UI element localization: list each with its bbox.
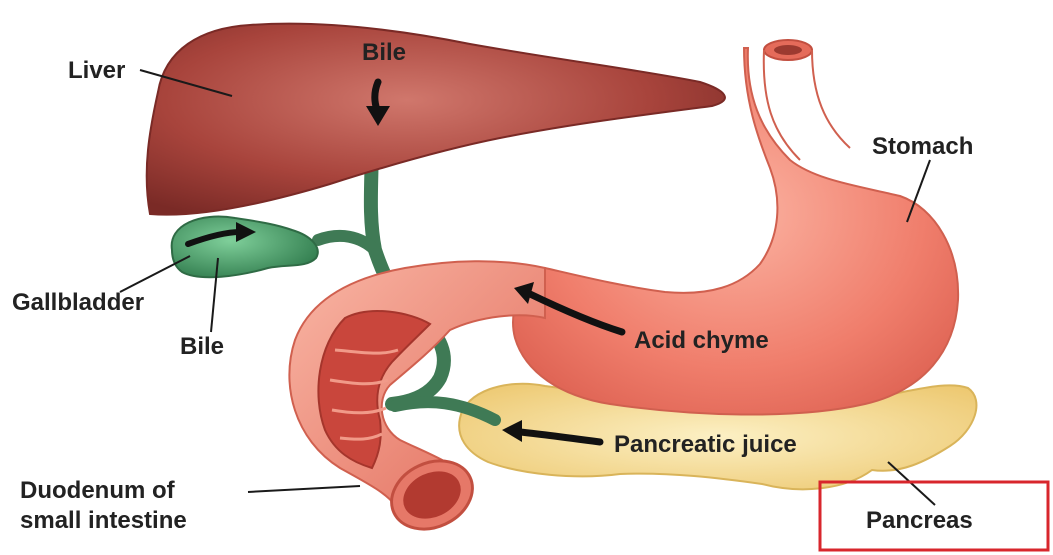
gallbladder-organ bbox=[172, 217, 318, 278]
duodenum-cutaway bbox=[318, 311, 430, 468]
gallbladder-leader bbox=[120, 256, 190, 292]
esophagus-lumen bbox=[774, 45, 802, 55]
duodenum-leader bbox=[248, 486, 360, 492]
label-gallbladder: Gallbladder bbox=[12, 289, 144, 316]
esophagus-edge-right bbox=[812, 50, 850, 148]
label-bile-bottom: Bile bbox=[180, 333, 224, 360]
label-bile-top: Bile bbox=[362, 39, 406, 66]
label-pancreas: Pancreas bbox=[866, 507, 973, 534]
label-duodenum-line2: small intestine bbox=[20, 507, 187, 534]
label-acid-chyme: Acid chyme bbox=[634, 327, 769, 354]
label-liver: Liver bbox=[68, 57, 125, 84]
label-stomach: Stomach bbox=[872, 133, 973, 160]
label-duodenum-line1: Duodenum of bbox=[20, 477, 176, 504]
liver-organ bbox=[147, 24, 725, 215]
label-pancreatic-juice: Pancreatic juice bbox=[614, 431, 797, 458]
cystic-duct bbox=[318, 236, 375, 250]
